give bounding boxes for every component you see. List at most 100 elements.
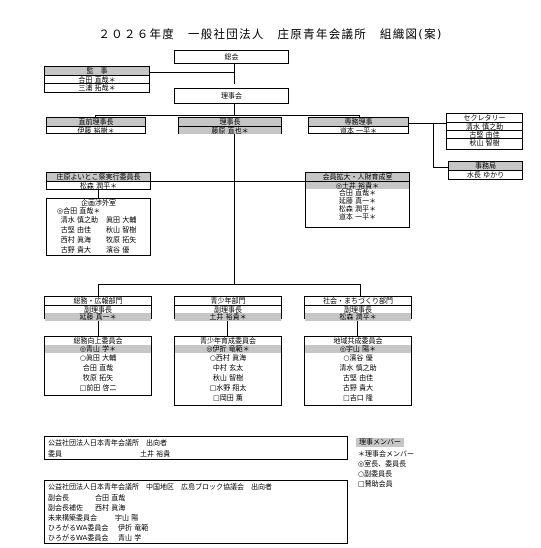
block-name: 宇山 陽 xyxy=(115,514,139,522)
auditor-head: 監 事 xyxy=(45,67,149,75)
general-assembly-box: 総会 xyxy=(174,50,289,64)
committee-general-box: 総務向上委員会 ◎青山 学＊ ○眞田 大輔 合田 直哉 牧原 拓矢 □前田 啓二 xyxy=(44,336,152,396)
connector xyxy=(98,318,99,336)
connector xyxy=(433,123,434,167)
dept-vice-name: 土井 裕貴＊ xyxy=(175,313,281,321)
secretary-box: セクレタリー 清水 慎之助 古堅 由佳 秋山 智樹 xyxy=(446,113,523,150)
board-box: 理事会 xyxy=(174,88,289,104)
block-role: 副会長 xyxy=(48,494,69,502)
membership-member: 延藤 真一＊ xyxy=(338,197,377,205)
jci-secondment-box: 公益社団法人日本青年会議所 出向者 委員 土井 裕貴 xyxy=(44,436,348,460)
connector xyxy=(234,181,305,182)
planning-office-lead: ◎合田 直哉＊ xyxy=(57,207,101,215)
membership-office-box: 会員拡大・人財育成室 ◎土井 裕貴＊ 合田 直哉＊ 延藤 真一＊ 松森 潤平＊ … xyxy=(305,172,410,228)
planning-office-box: 企画渉外室 ◎合田 直哉＊ 清水 慎之助 古堅 由佳 西村 眞海 古野 貴大 眞… xyxy=(46,198,151,256)
membership-member: 道本 一平＊ xyxy=(338,213,377,221)
jci-secondment-name: 土井 裕貴 xyxy=(140,450,171,458)
festival-chair-head: 庄原よいとこ祭実行委員長 xyxy=(47,173,150,181)
connector xyxy=(409,123,446,124)
past-president-name: 伊藤 裕樹＊ xyxy=(47,126,145,134)
general-assembly-label: 総会 xyxy=(224,53,239,61)
committee-lead: ◎青山 学＊ xyxy=(45,345,151,353)
auditor-box: 監 事 合田 直哉＊ 三浦 拓哉＊ xyxy=(44,66,150,93)
executive-director-head: 専務理事 xyxy=(309,118,408,126)
committee-member: ○眞田 大輔 xyxy=(79,354,117,362)
committee-member: ○西村 眞海 xyxy=(209,354,247,362)
dept-vice: 副理事長 xyxy=(45,305,151,313)
secretariat-box: 事務局 水長 ゆかり xyxy=(448,161,523,180)
connector xyxy=(360,284,361,296)
dept-youth-box: 青少年部門 副理事長 土井 裕貴＊ xyxy=(174,296,282,321)
jci-secondment-title: 公益社団法人日本青年会議所 出向者 xyxy=(48,439,167,447)
legend-item: □賛助会員 xyxy=(358,480,393,488)
connector xyxy=(151,181,234,182)
planning-member: 濱谷 優 xyxy=(106,246,130,254)
auditor-member: 合田 直哉＊ xyxy=(45,75,149,83)
connector xyxy=(234,63,235,84)
block-name: 青山 学 xyxy=(118,534,142,542)
dept-head: 社会・まちづくり部門 xyxy=(323,297,393,305)
connector xyxy=(433,167,448,168)
executive-director-name: 道本 一平＊ xyxy=(309,126,408,134)
connector xyxy=(149,72,234,73)
connector xyxy=(359,115,360,118)
committee-lead: ◎伊折 竜範＊ xyxy=(175,345,281,353)
membership-member: 松森 潤平＊ xyxy=(338,205,377,213)
past-president-box: 直前理事長 伊藤 裕樹＊ xyxy=(46,117,146,134)
connector xyxy=(98,284,99,296)
membership-member: 合田 直哉＊ xyxy=(338,189,377,197)
planning-member: 古野 貴大 xyxy=(60,246,91,254)
planning-office-head: 企画渉外室 xyxy=(81,199,116,207)
auditor-member: 三浦 拓哉＊ xyxy=(45,83,149,91)
board-label: 理事会 xyxy=(221,92,242,100)
legend-title: 理事メンバー xyxy=(356,438,404,447)
committee-head: 青少年育成委員会 xyxy=(200,337,256,345)
block-secondment-box: 公益社団法人日本青年会議所 中国地区 広島ブロック協議会 出向者 副会長 合田 … xyxy=(44,480,348,544)
connector xyxy=(234,134,235,284)
festival-chair-box: 庄原よいとこ祭実行委員長 松森 潤平＊ xyxy=(46,172,151,190)
block-role: ひろがるWA委員会 xyxy=(48,524,109,532)
secretariat-head: 事務局 xyxy=(449,162,522,170)
membership-office-head: 会員拡大・人財育成室 xyxy=(306,173,409,181)
secretary-member: 古堅 由佳 xyxy=(447,130,522,138)
planning-member: 眞田 大輔 xyxy=(106,216,137,224)
dept-vice: 副理事長 xyxy=(175,305,281,313)
secretariat-name: 水長 ゆかり xyxy=(449,170,522,178)
committee-member: □岡田 薫 xyxy=(213,394,243,402)
president-head: 理事長 xyxy=(179,118,281,126)
planning-member: 秋山 智樹 xyxy=(106,226,137,234)
planning-member: 清水 慎之助 xyxy=(60,216,98,224)
president-name: 藤原 直也＊ xyxy=(179,126,281,134)
president-box: 理事長 藤原 直也＊ xyxy=(178,117,282,134)
committee-head: 総務向上委員会 xyxy=(73,337,123,345)
legend-item: ＊理事会メンバー xyxy=(358,450,414,458)
block-role: ひろがるWA委員会 xyxy=(48,534,109,542)
secretary-head: セクレタリー xyxy=(463,114,506,122)
committee-member: □吉口 隆 xyxy=(343,394,373,402)
membership-office-lead: ◎土井 裕貴＊ xyxy=(306,181,409,189)
dept-vice-name: 延藤 真一＊ xyxy=(45,313,151,321)
committee-member: 古堅 由佳 xyxy=(342,374,374,382)
block-name: 合田 直哉 xyxy=(95,494,126,502)
block-role: 未来構築委員会 xyxy=(48,514,97,522)
planning-member: 古堅 由佳 xyxy=(60,226,91,234)
festival-chair-name: 松森 潤平＊ xyxy=(47,181,150,189)
connector xyxy=(234,104,235,115)
committee-member: □水野 翔太 xyxy=(209,384,247,392)
connector xyxy=(98,190,99,198)
executive-director-box: 専務理事 道本 一平＊ xyxy=(308,117,409,134)
block-name: 西村 眞海 xyxy=(95,504,126,512)
connector xyxy=(227,318,228,336)
committee-member: 中村 玄太 xyxy=(212,364,244,372)
block-role: 副会長補佐 xyxy=(48,504,83,512)
committee-head: 地域共成委員会 xyxy=(333,337,383,345)
planning-member: 西村 眞海 xyxy=(60,236,91,244)
connector xyxy=(98,284,360,285)
committee-member: ○濱谷 優 xyxy=(343,354,373,362)
planning-member: 牧原 拓矢 xyxy=(106,236,137,244)
committee-member: 合田 直哉 xyxy=(82,364,114,372)
connector xyxy=(95,115,359,116)
connector xyxy=(95,115,96,118)
jci-secondment-role: 委員 xyxy=(48,450,62,458)
committee-member: 牧原 拓矢 xyxy=(82,374,114,382)
